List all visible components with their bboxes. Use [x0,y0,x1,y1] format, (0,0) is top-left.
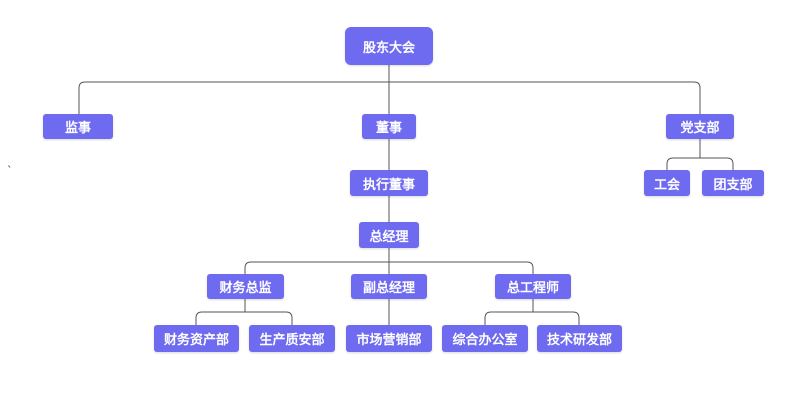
node-director: 董事 [362,114,416,139]
node-finance-director: 财务总监 [207,274,284,299]
node-union: 工会 [644,170,690,196]
node-youth-branch: 团支部 [702,170,764,196]
node-safety-dept: 生产质安部 [249,325,335,352]
node-general-manager: 总经理 [359,222,419,248]
node-finance-dept: 财务资产部 [154,325,239,352]
node-chief-engineer: 总工程师 [495,274,571,299]
node-marketing-dept: 市场营销部 [346,325,432,352]
node-party-branch: 党支部 [666,114,734,139]
node-tech-dept: 技术研发部 [537,325,622,352]
node-supervisor: 监事 [43,114,113,139]
stray-mark: ` [7,164,13,177]
node-deputy-gm: 副总经理 [351,274,427,299]
node-exec-director: 执行董事 [350,170,428,196]
node-office: 综合办公室 [442,325,528,352]
node-shareholders: 股东大会 [345,27,433,65]
